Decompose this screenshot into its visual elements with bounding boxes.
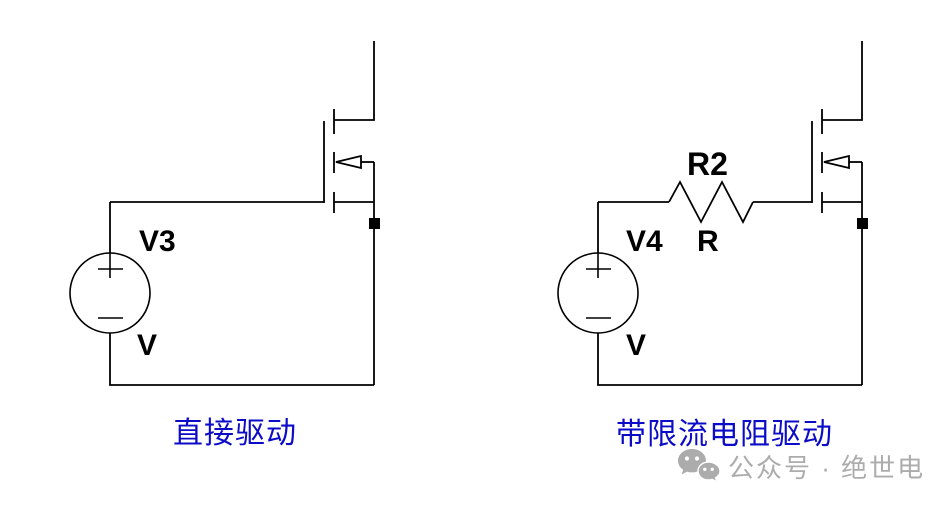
right-caption: 带限流电阻驱动 (616, 417, 833, 452)
right-mosfet (811, 40, 869, 386)
label-v3-value: V (137, 329, 158, 362)
resistor-zigzag (668, 180, 754, 224)
right-return-wire (597, 333, 862, 386)
label-v4: V4 (626, 225, 663, 258)
label-v3: V3 (139, 225, 176, 258)
wechat-eye (710, 467, 714, 471)
label-r-value: R (697, 225, 719, 258)
watermark-text: 公众号 · 绝世电 (728, 453, 926, 483)
right-voltage-source (557, 252, 639, 334)
wechat-small-bubble (697, 461, 720, 484)
watermark: 公众号 · 绝世电 (676, 447, 925, 489)
left-caption: 直接驱动 (173, 416, 297, 451)
left-circuit (69, 40, 381, 386)
label-r2: R2 (687, 146, 728, 182)
left-voltage-source (69, 252, 151, 334)
left-mosfet (323, 40, 381, 386)
wechat-eye (694, 456, 700, 461)
wechat-eye (703, 467, 707, 471)
wechat-icon (678, 449, 720, 484)
label-v4-value: V (626, 329, 647, 362)
left-return-wire (109, 333, 374, 386)
wechat-eye (684, 456, 690, 461)
right-circuit (557, 40, 869, 386)
